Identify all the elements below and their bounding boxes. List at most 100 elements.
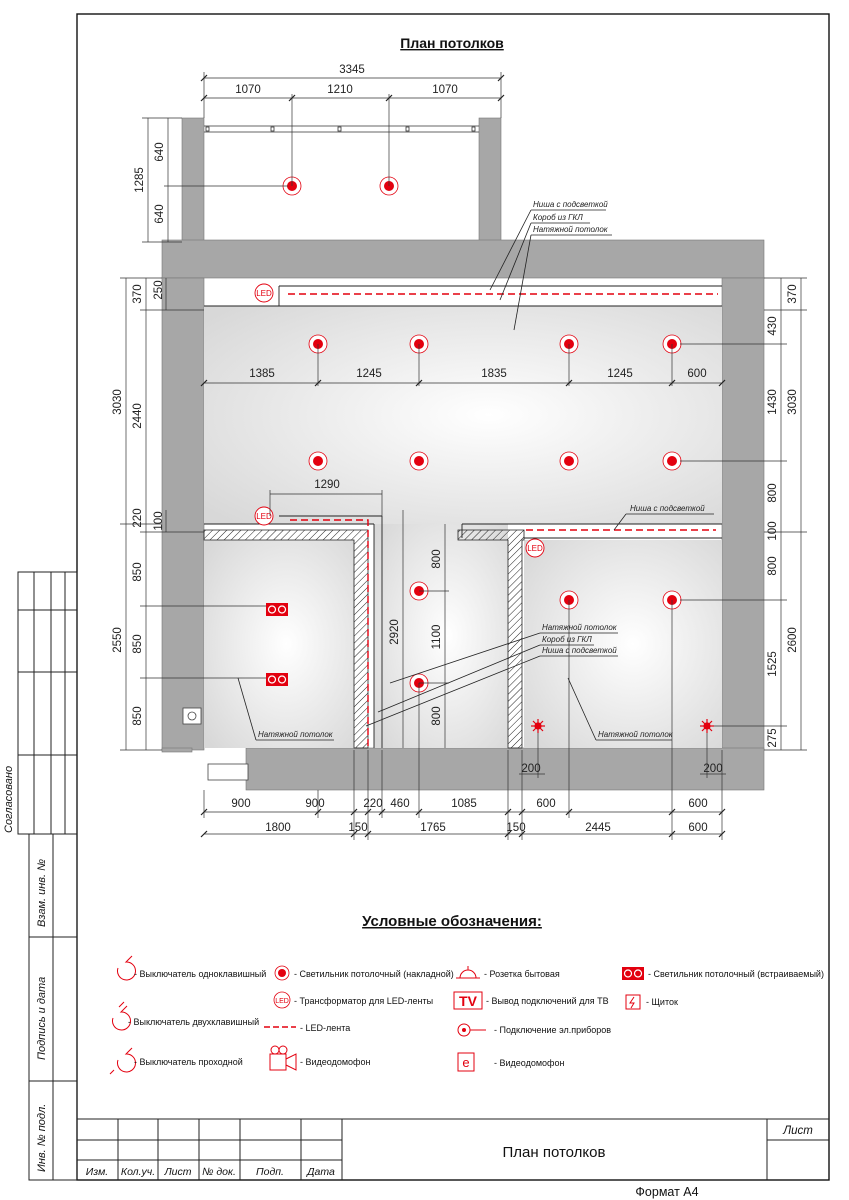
dim-top-seg: 1070 xyxy=(235,84,261,96)
dim-row-mid: 1385 xyxy=(249,368,275,380)
dim-column: 1100 xyxy=(431,625,443,650)
dim-left: 3030 xyxy=(112,389,124,415)
svg-text:- LED-лента: - LED-лента xyxy=(300,1023,350,1033)
switch-pass-icon xyxy=(109,1047,136,1075)
legend-led-strip: - LED-лента xyxy=(264,1023,350,1033)
dim-bottom2: 150 xyxy=(348,822,367,834)
svg-text:- Вывод подключений для ТВ: - Вывод подключений для ТВ xyxy=(486,996,609,1006)
room-fill xyxy=(204,306,722,748)
camera-icon xyxy=(269,1053,297,1071)
svg-text:TV: TV xyxy=(459,993,478,1009)
electrical-panel xyxy=(182,707,249,781)
recessed-lights xyxy=(266,603,288,686)
dim-left: 100 xyxy=(153,511,165,530)
legend-intercom-1: - Видеодомофон xyxy=(269,1045,370,1071)
svg-text:e: e xyxy=(462,1055,469,1070)
title-block xyxy=(77,1118,829,1180)
ceiling-light xyxy=(559,451,579,471)
tv-icon xyxy=(453,991,483,1010)
dim-balcony: 640 xyxy=(154,204,166,223)
dim-200: 200 xyxy=(703,763,722,775)
svg-text:LED: LED xyxy=(256,512,272,521)
dim-bottom1: 900 xyxy=(231,798,250,810)
legend-panel: - Щиток xyxy=(625,994,678,1010)
gkl-boxes xyxy=(204,285,722,748)
tb-kol: Кол.уч. xyxy=(121,1166,155,1178)
recessed-light-icon xyxy=(622,967,644,980)
svg-text:- Светильник потолочный (накла: - Светильник потолочный (накладной) xyxy=(294,969,454,979)
svg-text:- Выключатель проходной: - Выключатель проходной xyxy=(134,1057,243,1067)
recessed-light xyxy=(266,603,288,616)
side-stamp-texts: Согласовано Взам. инв. № Подпись и дата … xyxy=(3,766,48,1172)
dim-1290: 1290 xyxy=(314,479,340,491)
dim-top-seg: 1070 xyxy=(432,84,458,96)
legend: - Выключатель одноклавишный - Выключател… xyxy=(109,955,824,1075)
walls xyxy=(161,117,765,791)
spot-light xyxy=(700,719,714,733)
legend-tv: TV - Вывод подключений для ТВ xyxy=(453,991,609,1010)
dim-bottom1: 900 xyxy=(305,798,324,810)
svg-text:- Видеодомофон: - Видеодомофон xyxy=(494,1058,564,1068)
dim-right: 100 xyxy=(767,521,779,540)
svg-text:LED: LED xyxy=(527,544,543,553)
dim-left: 2550 xyxy=(112,627,124,653)
dim-right: 275 xyxy=(767,728,779,747)
dim-left: 850 xyxy=(132,706,144,725)
dim-right: 370 xyxy=(787,284,799,303)
dim-row-mid: 600 xyxy=(687,368,706,380)
dim-top-total: 3345 xyxy=(339,64,365,76)
ceiling-light xyxy=(409,451,429,471)
dim-right: 1525 xyxy=(767,651,779,677)
tb-format: Формат А4 xyxy=(635,1185,698,1199)
dim-top-seg: 1210 xyxy=(327,84,353,96)
callout-top-box: Короб из ГКЛ xyxy=(533,213,583,222)
legend-socket: - Розетка бытовая xyxy=(456,966,560,979)
dim-right: 1430 xyxy=(767,389,779,415)
svg-text:- Трансформатор для LED-ленты: - Трансформатор для LED-ленты xyxy=(294,996,433,1006)
side-stamp xyxy=(17,571,78,1181)
socket-icon xyxy=(456,966,480,979)
stamp-sign: Подпись и дата xyxy=(36,977,48,1060)
legend-switch-2: - Выключатель двухклавишный xyxy=(112,1001,259,1031)
ceiling-light xyxy=(308,451,328,471)
dimension-texts: 3345 1070 1210 1070 1285 640 640 3030 25… xyxy=(112,64,799,834)
spot-light xyxy=(531,719,545,733)
ceiling-light-icon xyxy=(274,965,290,981)
recessed-light xyxy=(266,673,288,686)
dim-bottom2: 150 xyxy=(506,822,525,834)
dim-left: 850 xyxy=(132,562,144,581)
dim-column: 800 xyxy=(431,549,443,568)
dim-left: 850 xyxy=(132,634,144,653)
callout-mid-niche: Ниша с подсветкой xyxy=(542,646,617,655)
led-transformer-icon xyxy=(273,991,291,1009)
svg-text:LED: LED xyxy=(256,289,272,298)
led-strips xyxy=(288,293,718,748)
svg-text:- Розетка бытовая: - Розетка бытовая xyxy=(484,969,560,979)
legend-recessed: - Светильник потолочный (встраиваемый) xyxy=(622,967,824,980)
dim-bottom2: 1765 xyxy=(420,822,446,834)
dim-bottom2: 600 xyxy=(688,822,707,834)
dim-bottom1: 1085 xyxy=(451,798,477,810)
ceiling-lights xyxy=(282,176,682,693)
e-icon xyxy=(457,1052,475,1072)
panel-icon xyxy=(625,994,641,1010)
stamp-replace: Взам. инв. № xyxy=(36,859,48,927)
callout-leaders xyxy=(237,209,714,741)
stamp-inv: Инв. № подл. xyxy=(36,1104,48,1172)
dim-column: 800 xyxy=(431,706,443,725)
dim-bottom1: 600 xyxy=(688,798,707,810)
dim-right: 800 xyxy=(767,556,779,575)
dim-bottom2: 2445 xyxy=(585,822,611,834)
svg-text:LED: LED xyxy=(275,998,289,1005)
dim-row-mid: 1835 xyxy=(481,368,507,380)
dim-bottom1: 600 xyxy=(536,798,555,810)
ceiling-light xyxy=(662,451,682,471)
dim-right: 800 xyxy=(767,483,779,502)
switch-double-icon xyxy=(112,1001,131,1031)
dim-bottom2: 1800 xyxy=(265,822,291,834)
dim-right: 2600 xyxy=(787,627,799,653)
dim-right: 3030 xyxy=(787,389,799,415)
tb-sheet-label: Лист xyxy=(782,1125,813,1137)
dim-right: 430 xyxy=(767,316,779,335)
